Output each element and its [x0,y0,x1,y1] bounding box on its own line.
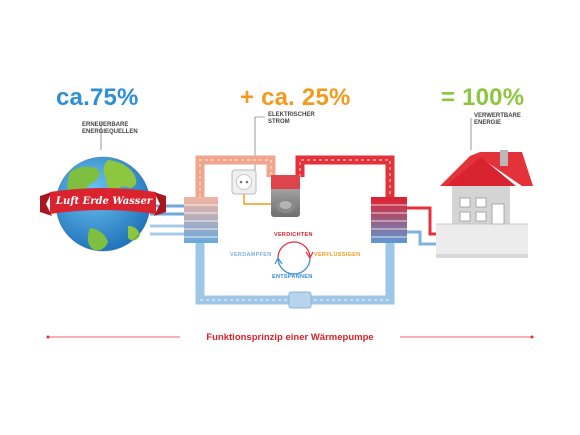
expansion-valve [288,291,312,309]
renewable-caption-line2: ENERGIEQUELLEN [82,129,138,135]
pipe-bottom-right [300,243,395,305]
evaporator [184,197,218,243]
condenser [371,197,407,243]
renewable-percent: ca.75% [56,84,139,111]
usable-caption: VERWERTBARE ENERGIE [474,113,521,127]
usable-caption-line1: VERWERTBARE [474,113,521,119]
renewable-caption-line1: ERNEUERBARE [82,122,129,128]
renewable-caption: ERNEUERBARE ENERGIEQUELLEN [82,122,138,136]
power-cable [243,194,271,205]
cycle-evaporate: VERDAMPFEN [230,252,272,258]
usable-caption-line2: ENERGIE [474,120,502,126]
electric-caption-line2: STROM [268,119,290,125]
usable-percent: = 100% [441,84,525,111]
pipe-top-right [295,155,395,197]
globe-banner [40,188,166,216]
pointer-line-electric [254,116,265,170]
pipe-top-left-dots [199,159,272,197]
cycle-arrow-top [277,241,311,259]
cycle-arrow-bottom [277,257,311,275]
footer-title: Funktionsprinzip einer Wärmepumpe [206,332,374,343]
electric-caption: ELEKTRISCHER STROM [268,112,315,126]
cycle-arrowhead-left [274,256,283,265]
cycle-compress: VERDICHTEN [274,232,313,238]
pipe-top-right-dots [299,159,391,197]
globe-banner-text: Luft Erde Wasser [55,196,153,207]
electric-percent: + ca. 25% [240,84,351,111]
source-pipes-out [150,224,184,236]
electric-caption-line1: ELEKTRISCHER [268,112,315,118]
cycle-liquefy: VERFLÜSSIGEN [314,252,361,258]
house-icon [436,150,533,258]
cycle-arrowhead-right [305,251,314,260]
cycle-expand: ENTSPANNEN [272,274,313,280]
